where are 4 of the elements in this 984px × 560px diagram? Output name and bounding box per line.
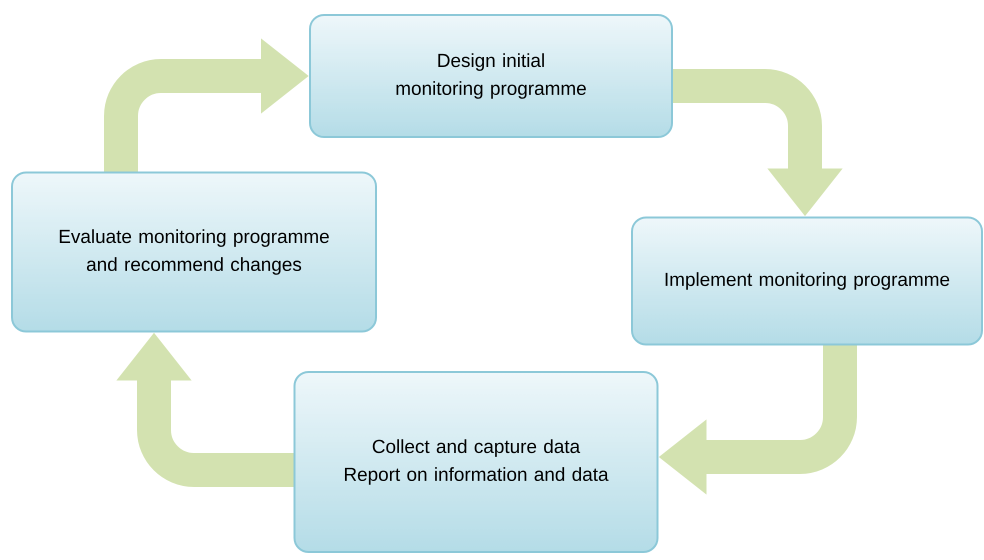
process-box: Implement monitoring programme [631,216,983,346]
process-box: Design initial monitoring programme [309,14,673,138]
process-box: Evaluate monitoring programme and recommend changes [11,172,377,332]
process-box: Collect and capture data Report on information and data [294,371,658,553]
